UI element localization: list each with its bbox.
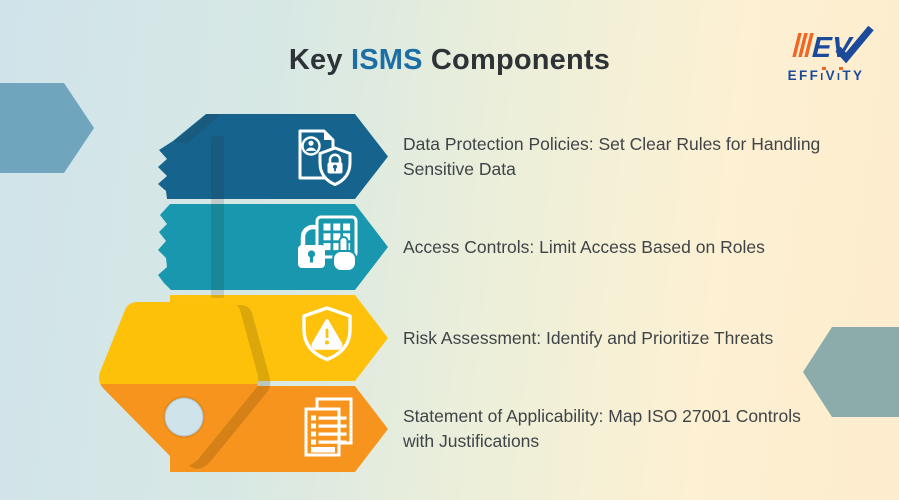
shield-warning-icon [302, 306, 352, 362]
checkmark-icon [835, 26, 874, 64]
effivity-logo: EV EFFIVITY [766, 26, 886, 83]
pointing-hand [332, 236, 357, 272]
document-user-shield-icon [298, 129, 352, 186]
title-post: Components [422, 44, 611, 76]
band-access-controls [158, 204, 388, 290]
key-shaft-shadow [211, 136, 224, 298]
key-shaft-chamfer-shadow [174, 114, 221, 143]
list-item-data-protection: Data Protection Policies: Set Clear Rule… [403, 114, 827, 199]
shield-outline [302, 306, 352, 362]
page-title: Key ISMS Components [0, 44, 899, 77]
user-badge [301, 136, 321, 156]
title-highlight: ISMS [350, 44, 423, 76]
brand-name: EFFIVITY [787, 68, 865, 83]
row-text: Statement of Applicability: Map ISO 2700… [403, 406, 801, 451]
list-item-statement-of-applicability: Statement of Applicability: Map ISO 2700… [403, 386, 827, 472]
logo-stripe [798, 33, 808, 57]
row-text: Data Protection Policies: Set Clear Rule… [403, 133, 821, 179]
checklist-lines [311, 415, 347, 453]
logo-stripe [792, 33, 802, 57]
right-edge-arrow-decor [803, 327, 899, 417]
list-item-access-controls: Access Controls: Limit Access Based on R… [403, 204, 827, 290]
document-fold [324, 131, 333, 140]
effivity-monogram: EV [792, 26, 874, 64]
key-hole-rim [163, 396, 205, 438]
shield-lock [318, 146, 352, 186]
key-hole [164, 397, 204, 437]
title-pre: Key [288, 44, 351, 76]
row-text: Risk Assessment: Identify and Prioritize… [403, 327, 774, 348]
left-edge-arrow-decor [0, 83, 94, 173]
band-data-protection [158, 114, 388, 199]
stacked-documents-icon [304, 397, 353, 457]
keypad-lock-icon [298, 215, 358, 272]
list-item-risk-assessment: Risk Assessment: Identify and Prioritize… [403, 295, 827, 381]
logo-stripe [804, 33, 814, 57]
row-text: Access Controls: Limit Access Based on R… [403, 236, 765, 257]
